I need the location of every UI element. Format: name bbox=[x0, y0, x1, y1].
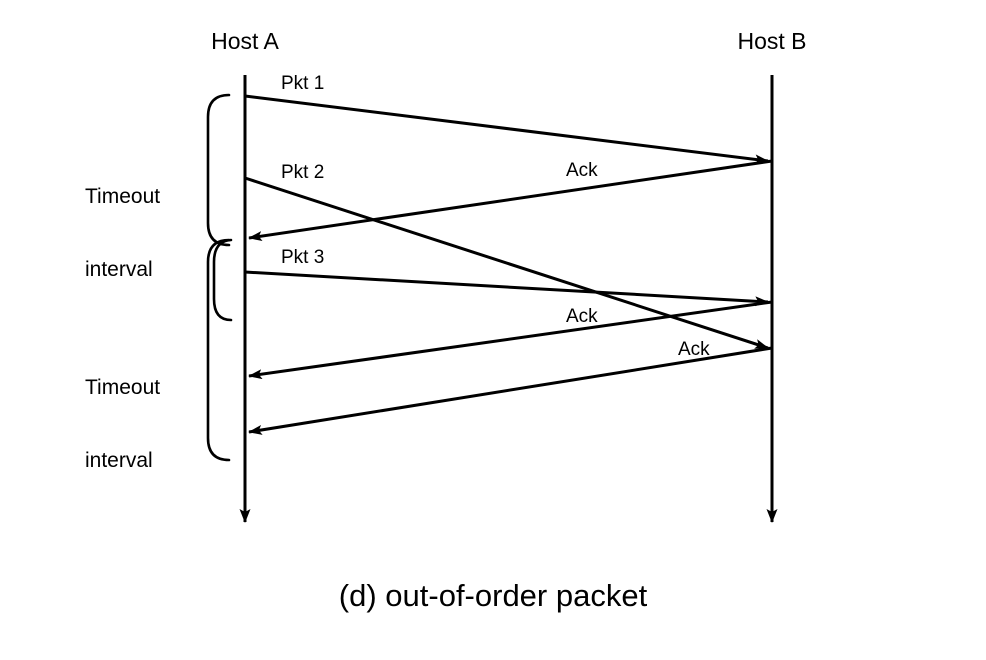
host-timelines bbox=[239, 75, 778, 523]
message-arrows bbox=[244, 94, 773, 435]
message-label-pkt-1: Pkt 1 bbox=[281, 73, 325, 94]
timeout-interval-2-label-line-2: interval bbox=[85, 448, 153, 472]
message-label-ack-3: Ack bbox=[678, 339, 710, 360]
timeout-interval-1-label-line-2: interval bbox=[85, 257, 153, 281]
timeout-brackets bbox=[206, 93, 233, 462]
arrow-ack-3 bbox=[248, 346, 773, 435]
message-label-pkt-3: Pkt 3 bbox=[281, 247, 325, 268]
arrow-pkt-2 bbox=[244, 176, 769, 350]
timeout-bracket-1 bbox=[206, 93, 231, 247]
timeout-interval-2-label-line-1: Timeout bbox=[85, 375, 161, 399]
message-label-pkt-2: Pkt 2 bbox=[281, 162, 325, 183]
host-a-label: Host A bbox=[211, 28, 279, 54]
timeout-interval-1-label-line-1: Timeout bbox=[85, 184, 161, 208]
inner-bracket bbox=[212, 238, 233, 322]
message-label-ack-2: Ack bbox=[566, 306, 598, 327]
arrow-ack-2 bbox=[248, 300, 773, 380]
timeout-interval-2-label: Timeout interval bbox=[85, 327, 160, 522]
figure-caption: (d) out-of-order packet bbox=[338, 578, 648, 613]
host-b-label: Host B bbox=[737, 28, 807, 54]
timeout-interval-1-label: Timeout interval bbox=[85, 136, 160, 331]
arrow-pkt-1 bbox=[244, 94, 769, 165]
message-label-ack-1: Ack bbox=[566, 160, 598, 181]
arrow-ack-1 bbox=[248, 159, 773, 242]
timeout-bracket-2 bbox=[206, 238, 231, 462]
arrow-pkt-3 bbox=[244, 270, 769, 307]
